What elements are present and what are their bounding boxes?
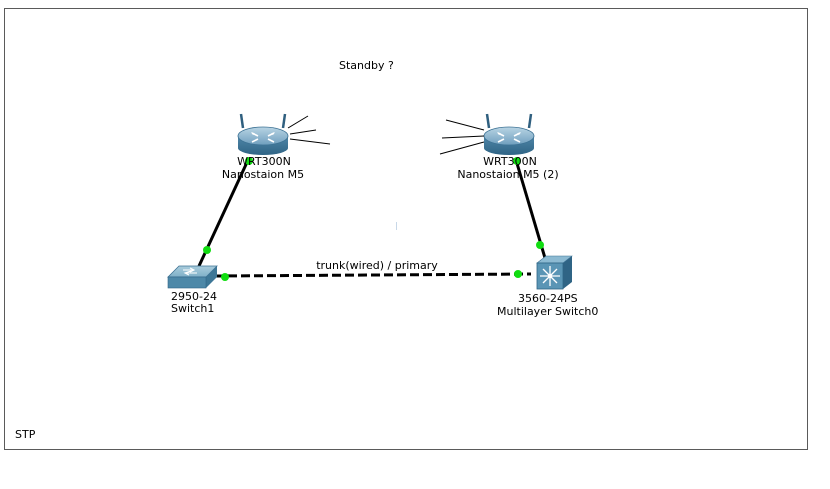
port-light-router2 [513,157,521,165]
port-light-switch1-up [203,246,211,254]
router-icon [483,113,535,155]
switch1-name-label: Switch1 [171,302,214,315]
mlswitch0-model-label: 3560-24PS [518,292,578,305]
switch1-device[interactable]: 2950-24 Switch1 [167,265,218,315]
router2-name-label: Nanostaion M5 (2) [457,168,558,181]
router2-device[interactable]: WRT300N Nanostaion M5 (2) [439,113,559,181]
mlswitch0-name-label: Multilayer Switch0 [497,305,598,318]
standby-note[interactable]: Standby ? [339,59,394,72]
switch1-model-label: 2950-24 [171,290,217,303]
router1-device[interactable]: WRT300N Nanostaion M5 [222,113,331,181]
mlswitch0-device[interactable]: 3560-24PS Multilayer Switch0 [497,255,598,318]
topology-canvas[interactable] [4,8,808,450]
router-icon [237,113,289,155]
switch-icon [167,265,218,289]
router1-model-label: WRT300N [237,155,291,168]
port-light-router1 [245,157,253,165]
port-light-switch1-trunk [221,273,229,281]
link-switch1-mlswitch0-trunk[interactable] [214,272,532,278]
wireless-signal-icon [439,119,485,155]
port-light-mlswitch0-trunk [514,270,522,278]
port-light-mlswitch0-up [536,241,544,249]
multilayer-switch-icon [536,255,573,290]
router2-model-label: WRT300N [483,155,537,168]
router1-name-label: Nanostaion M5 [222,168,304,181]
text-cursor [396,222,397,230]
stp-note[interactable]: STP [15,428,36,441]
wireless-signal-icon [287,115,331,145]
trunk-link-label: trunk(wired) / primary [316,259,438,272]
